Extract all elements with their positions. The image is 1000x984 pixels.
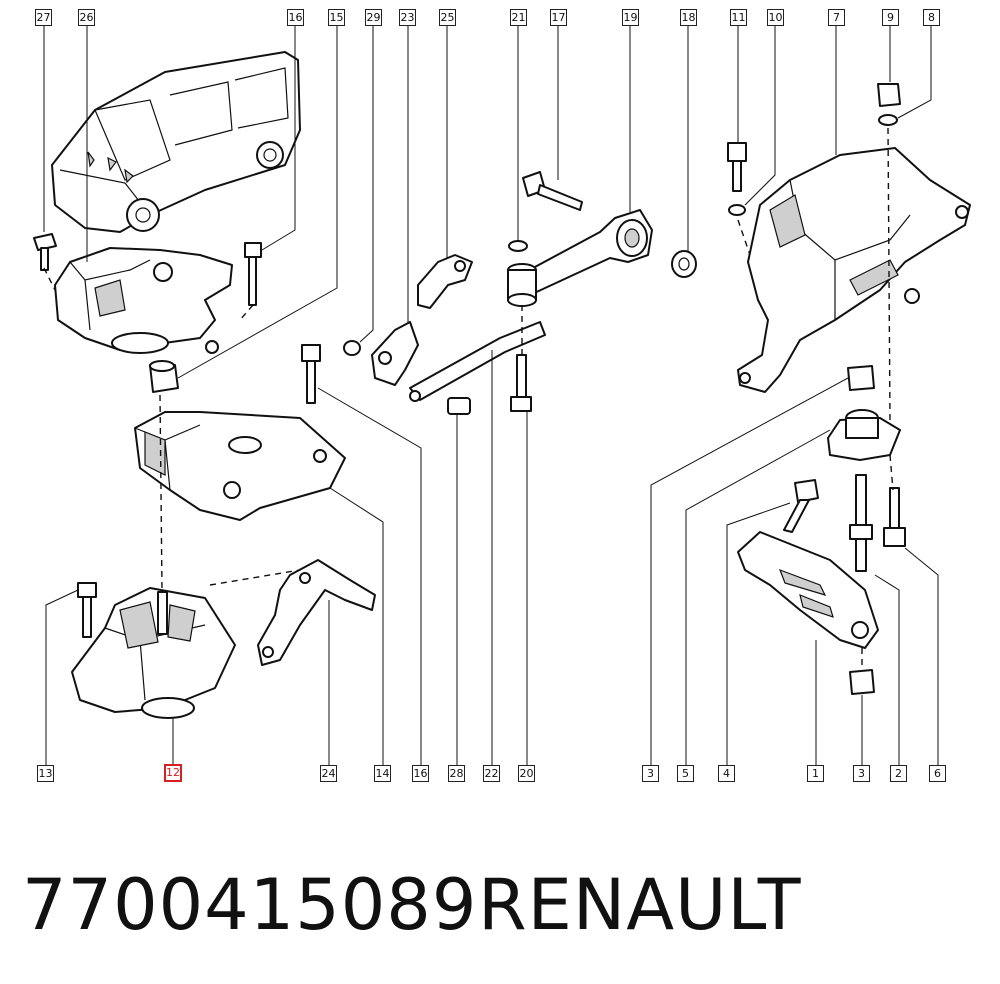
part-number: 7700415089 xyxy=(22,864,478,946)
callout-16-bottom: 16 xyxy=(412,765,429,782)
nut-3-upper xyxy=(847,365,875,391)
nut-29 xyxy=(343,340,361,356)
callout-10: 10 xyxy=(767,9,784,26)
bolt-17 xyxy=(522,171,583,211)
bolt-27 xyxy=(33,233,57,271)
callout-29: 29 xyxy=(365,9,382,26)
engine-mount-12 xyxy=(71,587,236,719)
link-rod-22 xyxy=(409,321,546,402)
callout-8: 8 xyxy=(923,9,940,26)
nut-9 xyxy=(877,83,901,107)
stud-2 xyxy=(849,474,873,572)
callout-28: 28 xyxy=(448,765,465,782)
callout-leader-lines xyxy=(43,25,939,765)
callout-24: 24 xyxy=(320,765,337,782)
callout-2: 2 xyxy=(890,765,907,782)
bracket-23 xyxy=(371,321,419,386)
callout-23: 23 xyxy=(399,9,416,26)
callout-7: 7 xyxy=(828,9,845,26)
callout-20: 20 xyxy=(518,765,535,782)
bracket-24 xyxy=(257,559,376,666)
callout-6: 6 xyxy=(929,765,946,782)
callout-11: 11 xyxy=(730,9,747,26)
torque-rod-19 xyxy=(519,209,653,296)
washer-10 xyxy=(728,204,746,216)
callout-3-left: 3 xyxy=(642,765,659,782)
exploded-parts-diagram xyxy=(33,25,971,765)
bolt-6 xyxy=(883,487,906,547)
bolt-20 xyxy=(510,354,532,412)
mount-5 xyxy=(827,409,901,461)
engine-mount-26 xyxy=(54,247,233,354)
washer-21 xyxy=(508,240,528,252)
brand-name: RENAULT xyxy=(478,864,802,946)
callout-12: 12 xyxy=(164,764,182,782)
callout-26: 26 xyxy=(78,9,95,26)
rubber-bushing xyxy=(507,263,537,307)
callout-4: 4 xyxy=(718,765,735,782)
callout-21: 21 xyxy=(510,9,527,26)
callout-15: 15 xyxy=(328,9,345,26)
callout-13: 13 xyxy=(37,765,54,782)
callout-17: 17 xyxy=(550,9,567,26)
bushing-18 xyxy=(671,250,697,278)
bolt-28 xyxy=(447,397,471,415)
callout-18: 18 xyxy=(680,9,697,26)
callout-19: 19 xyxy=(622,9,639,26)
callout-27: 27 xyxy=(35,9,52,26)
bolt-16-top xyxy=(244,242,262,306)
assembly-dashed-lines xyxy=(43,127,894,670)
nut-15 xyxy=(149,360,179,393)
callout-22: 22 xyxy=(483,765,500,782)
bolt-4 xyxy=(783,479,819,533)
callout-14: 14 xyxy=(374,765,391,782)
callout-25: 25 xyxy=(439,9,456,26)
bolt-11 xyxy=(727,142,747,192)
nut-3-lower xyxy=(849,669,875,695)
callout-3-right: 3 xyxy=(853,765,870,782)
van-illustration xyxy=(51,51,301,233)
bracket-1 xyxy=(737,531,879,649)
bolt-16-middle xyxy=(301,344,321,404)
gearbox-bracket-7 xyxy=(737,147,971,393)
callout-1: 1 xyxy=(807,765,824,782)
washer-8 xyxy=(878,114,898,126)
bracket-25 xyxy=(417,254,473,309)
callout-5: 5 xyxy=(677,765,694,782)
callout-9: 9 xyxy=(882,9,899,26)
callout-16-top: 16 xyxy=(287,9,304,26)
mount-bracket-14 xyxy=(134,411,346,521)
bolt-13 xyxy=(77,582,97,638)
